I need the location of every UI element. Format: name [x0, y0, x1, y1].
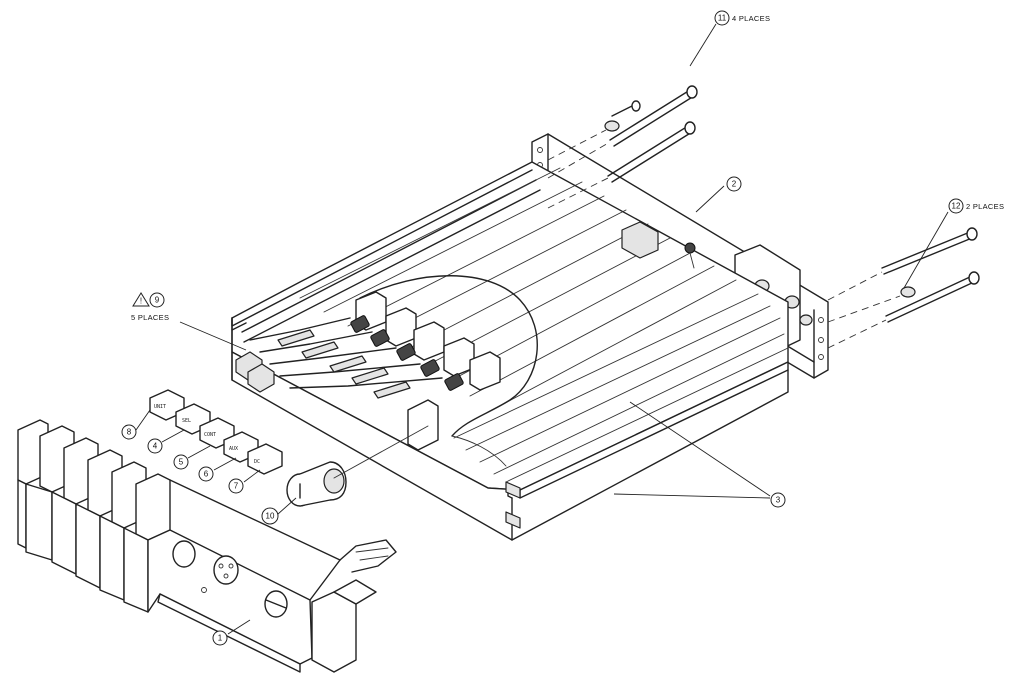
screws-item-12	[827, 227, 980, 349]
callout-bubble-4: 4	[147, 438, 163, 454]
callout-bubble-5: 5	[173, 454, 189, 470]
svg-text:3: 3	[776, 496, 781, 505]
svg-text:AUX: AUX	[229, 446, 238, 452]
callout-bubble-1: 1	[212, 630, 228, 646]
svg-text:DC: DC	[254, 459, 260, 465]
rotary-knob	[286, 425, 429, 507]
callout-bubble-12: 12 2 PLACES	[948, 198, 1004, 214]
callout-bubble-9: 9 5 PLACES	[131, 292, 169, 322]
svg-text:12: 12	[952, 202, 961, 211]
leader-lines	[135, 23, 949, 635]
svg-text:!: !	[140, 297, 142, 306]
warning-triangle: !	[132, 292, 150, 307]
callout-bubble-3: 3	[770, 492, 786, 508]
svg-text:SEL: SEL	[182, 418, 191, 424]
screws-item-11	[547, 85, 698, 209]
svg-text:CONT: CONT	[204, 432, 216, 438]
callout-bubble-11: 11 4 PLACES	[714, 10, 770, 26]
knob-item-7: DC	[247, 443, 283, 475]
svg-text:6: 6	[204, 470, 209, 479]
svg-text:9: 9	[155, 296, 160, 305]
svg-text:10: 10	[266, 512, 275, 521]
heatsink-fins	[299, 167, 789, 483]
callout-bubble-6: 6	[198, 466, 214, 482]
svg-text:2: 2	[732, 180, 737, 189]
svg-text:7: 7	[234, 482, 239, 491]
callout-bubble-8: 8	[121, 424, 137, 440]
chassis-housing	[231, 161, 789, 541]
svg-text:UNIT: UNIT	[154, 404, 166, 410]
callout-bubble-10: 10	[261, 507, 279, 525]
svg-text:5: 5	[179, 458, 184, 467]
svg-text:8: 8	[127, 428, 132, 437]
svg-text:4: 4	[153, 442, 158, 451]
internal-switch-assemblies	[235, 291, 501, 451]
note-5-places: 5 PLACES	[131, 313, 169, 322]
callout-bubble-2: 2	[726, 176, 742, 192]
note-4-places: 4 PLACES	[732, 14, 770, 23]
spring-coils	[350, 315, 464, 391]
switch-knobs: UNIT SEL CONT AUX DC	[149, 389, 283, 475]
front-panel	[17, 419, 397, 673]
svg-text:11: 11	[718, 14, 727, 23]
note-2-places: 2 PLACES	[966, 202, 1004, 211]
svg-text:1: 1	[218, 634, 223, 643]
callout-bubble-7: 7	[228, 478, 244, 494]
